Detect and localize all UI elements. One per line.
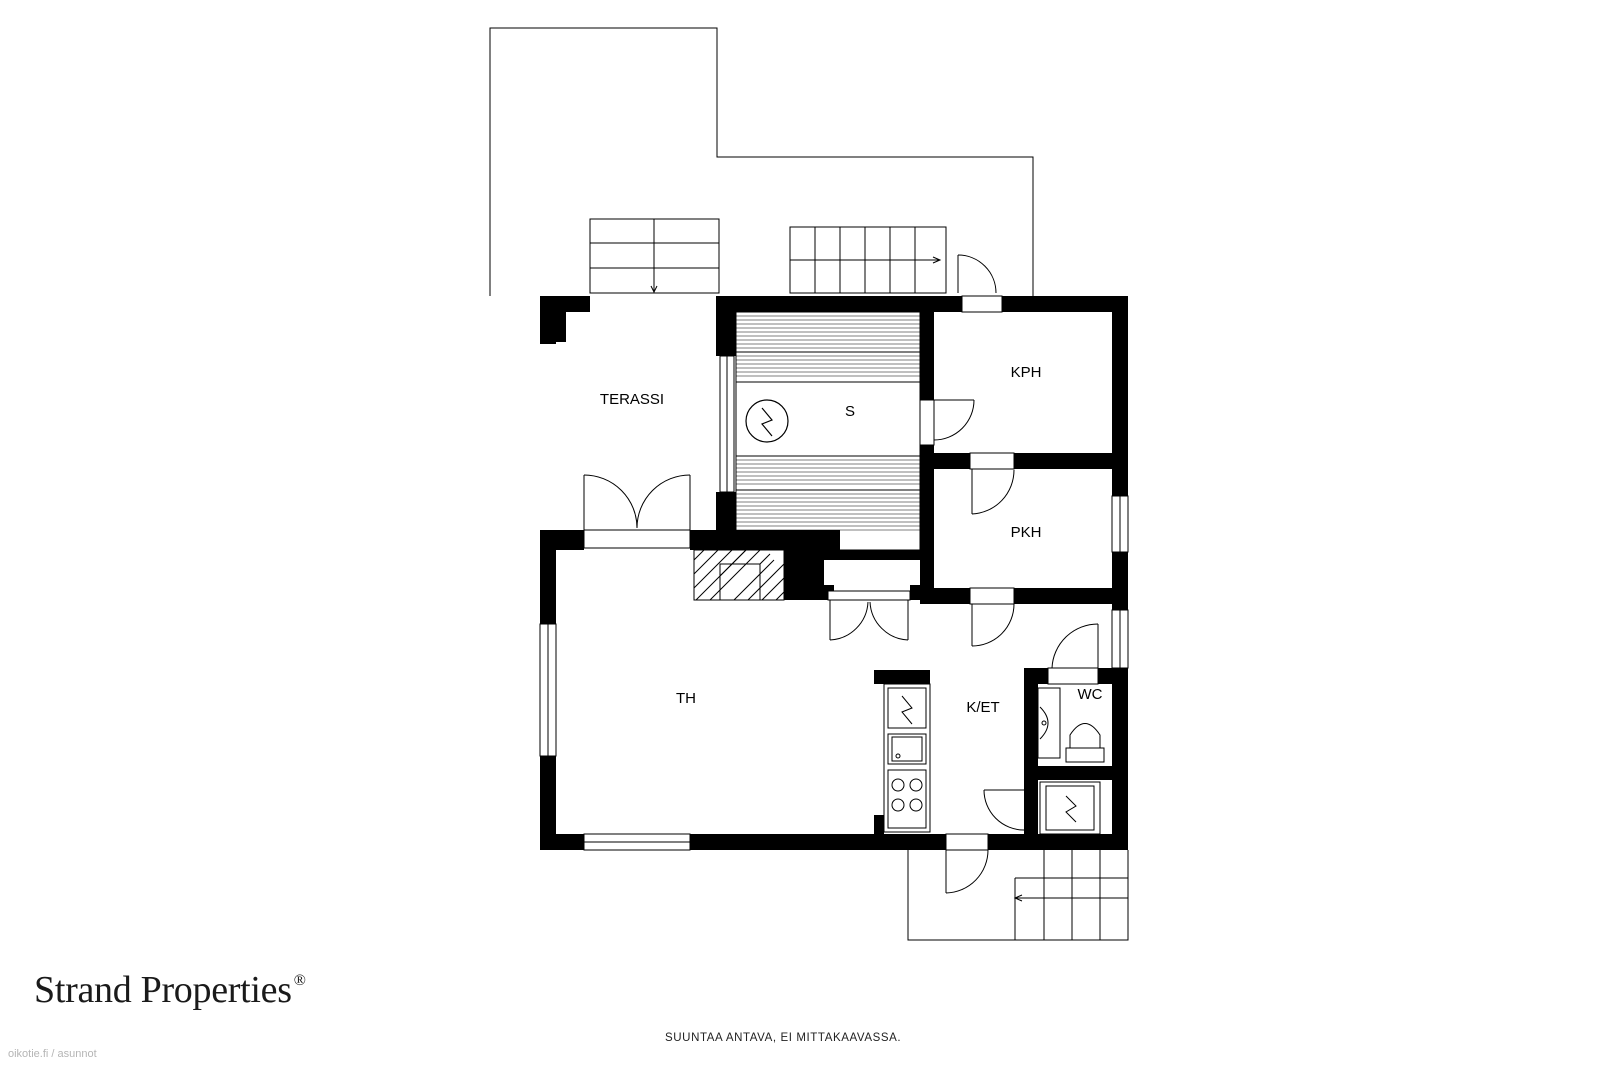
fireplace-icon — [693, 549, 785, 601]
windows — [539, 295, 1129, 851]
kitchen-counter — [883, 683, 931, 833]
sauna-benches — [735, 311, 921, 551]
brand-logo: Strand Properties® — [34, 968, 306, 1012]
porch-bottom — [907, 850, 1129, 941]
door-closet — [827, 590, 911, 641]
brand-registered-mark: ® — [293, 972, 306, 989]
door-pkh-bottom — [969, 587, 1015, 647]
room-label-sauna: S — [845, 403, 855, 420]
outdoor-deck-outline — [489, 27, 1034, 296]
room-label-pkh: PKH — [1011, 524, 1042, 541]
stairs-sauna-entrance — [789, 226, 947, 294]
door-top-right — [957, 254, 997, 294]
door-utility — [983, 789, 1025, 831]
door-pkh-top — [969, 452, 1015, 515]
room-label-wc: WC — [1078, 686, 1103, 703]
door-terrace — [583, 474, 691, 549]
sauna-stove-icon — [740, 384, 802, 454]
watermark: oikotie.fi / asunnot — [8, 1048, 97, 1060]
brand-name: Strand Properties — [34, 969, 292, 1011]
door-wc — [1047, 623, 1099, 685]
door-sauna-kph — [919, 399, 975, 446]
door-entrance — [945, 849, 989, 894]
utility-cabinet-icon — [1039, 781, 1101, 835]
wc-fixtures — [1037, 687, 1105, 763]
stairs-terrace — [589, 218, 720, 294]
scale-disclaimer: SUUNTAA ANTAVA, EI MITTAKAAVASSA. — [665, 1032, 902, 1044]
room-label-kph: KPH — [1011, 364, 1042, 381]
room-label-th: TH — [676, 690, 696, 707]
walls — [540, 296, 1128, 850]
room-label-terassi: TERASSI — [600, 391, 664, 408]
room-label-ket: K/ET — [966, 699, 999, 716]
